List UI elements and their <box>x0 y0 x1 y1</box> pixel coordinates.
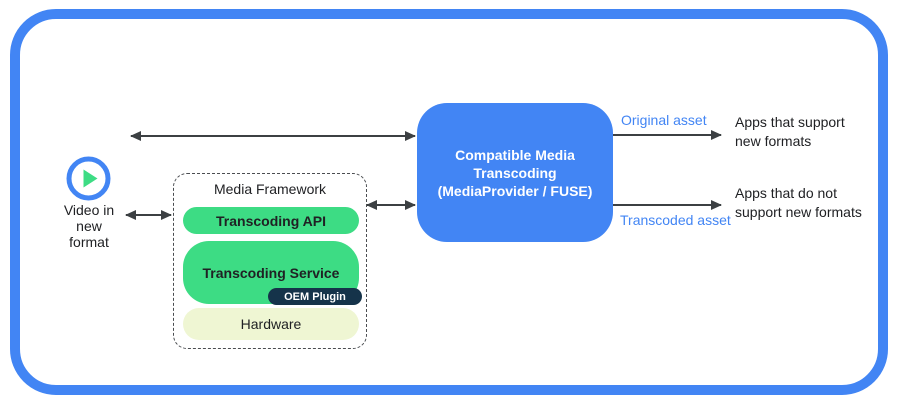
media-framework-box: Media Framework Transcoding API Transcod… <box>173 173 367 349</box>
oem-plugin-pill: OEM Plugin <box>268 288 362 305</box>
play-icon <box>66 156 111 201</box>
media-framework-title: Media Framework <box>213 181 327 197</box>
apps-support-label: Apps that support new formats <box>735 114 845 149</box>
transcoding-api-pill: Transcoding API <box>183 207 359 234</box>
arrow-source-to-transcoder <box>130 131 416 141</box>
arrow-transcoded-asset <box>613 200 722 210</box>
arrow-framework-to-transcoder <box>366 200 416 210</box>
arrow-source-to-framework <box>125 210 172 220</box>
arrow-original-asset <box>613 130 722 140</box>
transcoded-asset-label: Transcoded asset <box>620 212 731 228</box>
hardware-pill: Hardware <box>183 308 359 340</box>
apps-no-support-label: Apps that do not support new formats <box>735 185 862 220</box>
source-label: Video in new format <box>63 202 115 250</box>
transcoder-box: Compatible Media Transcoding (MediaProvi… <box>417 103 613 242</box>
original-asset-label: Original asset <box>621 112 707 128</box>
